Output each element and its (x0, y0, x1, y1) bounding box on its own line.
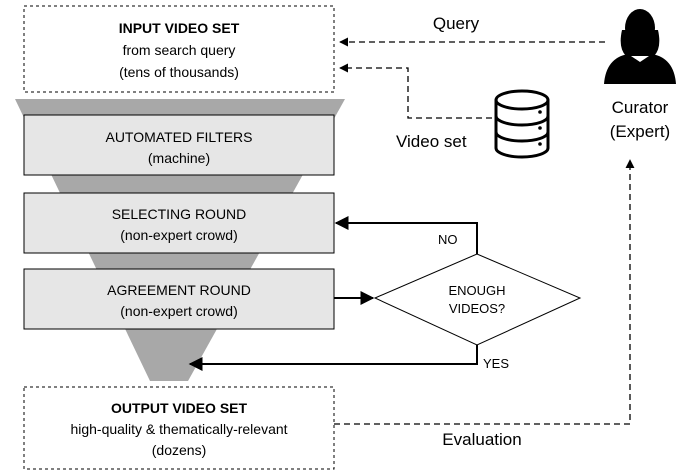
selecting-round-subtitle: (non-expert crowd) (120, 227, 238, 243)
yes-label: YES (483, 356, 509, 371)
curator-role-label: (Expert) (610, 122, 670, 141)
output-box-line2: (dozens) (152, 442, 206, 458)
curator-label: Curator (612, 98, 669, 117)
input-video-set-box (23, 5, 335, 93)
agreement-round-subtitle: (non-expert crowd) (120, 303, 238, 319)
output-box-line1: high-quality & thematically-relevant (70, 421, 287, 437)
input-box-line1: from search query (123, 42, 236, 58)
input-box-title: INPUT VIDEO SET (119, 20, 240, 36)
query-label: Query (433, 14, 480, 33)
no-loop-arrow (334, 216, 478, 254)
decision-line2: VIDEOS? (449, 301, 505, 316)
output-box-title: OUTPUT VIDEO SET (111, 400, 248, 416)
video-set-arrow (339, 63, 492, 119)
person-icon (604, 9, 676, 84)
automated-filters-subtitle: (machine) (148, 150, 210, 166)
automated-filters-title: AUTOMATED FILTERS (105, 129, 252, 145)
evaluation-label: Evaluation (442, 430, 521, 449)
no-label: NO (438, 232, 458, 247)
enough-videos-decision (373, 253, 582, 346)
selecting-round-box (23, 192, 335, 254)
decision-line1: ENOUGH (448, 283, 505, 298)
agreement-round-title: AGREEMENT ROUND (107, 282, 251, 298)
evaluation-arrow (334, 159, 635, 425)
yes-path-arrow (188, 345, 478, 371)
input-box-line2: (tens of thousands) (119, 64, 239, 80)
database-icon (494, 89, 550, 159)
agreement-round-box (23, 268, 335, 330)
output-video-set-box (23, 386, 335, 470)
automated-filters-box (23, 114, 335, 176)
video-set-label: Video set (396, 132, 467, 151)
selecting-round-title: SELECTING ROUND (112, 206, 247, 222)
